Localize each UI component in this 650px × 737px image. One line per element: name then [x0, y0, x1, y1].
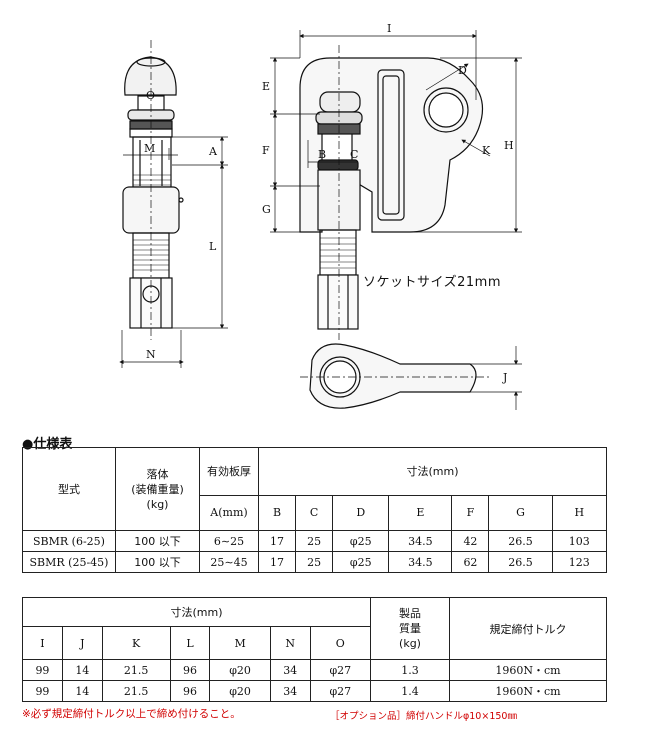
label-F: F — [262, 144, 270, 157]
table-row: SBMR (25-45) 100 以下 25∼45 17 25 φ25 34.5… — [22, 551, 608, 573]
cell: 99 — [22, 659, 63, 681]
option-note: ［オプション品］締付ハンドルφ10×150㎜ — [330, 711, 517, 722]
label-B: B — [318, 148, 326, 161]
label-A: A — [208, 145, 218, 158]
cell: 34 — [269, 659, 311, 681]
header-mass: 製品 質量 (kg) — [370, 597, 450, 660]
label-K: K — [482, 144, 491, 157]
table-row: 99 14 21.5 96 φ20 34 φ27 1.4 1960N・cm — [22, 680, 607, 702]
handle-view — [300, 343, 522, 410]
label-O: O — [146, 89, 155, 102]
header-dimensions: 寸法(mm) — [258, 447, 607, 496]
cell: 26.5 — [488, 551, 553, 573]
technical-drawing: O M A L N I E F G H D K B C J — [119, 22, 522, 410]
sub-header: N — [269, 626, 311, 660]
cell: 123 — [551, 551, 608, 573]
cell: SBMR (6-25) — [22, 530, 116, 552]
cell: 42 — [451, 530, 490, 552]
label-M: M — [144, 142, 155, 155]
cell: 99 — [22, 680, 63, 702]
cell: 103 — [551, 530, 608, 552]
cell: 17 — [257, 551, 297, 573]
cell: φ27 — [309, 680, 372, 702]
label-J: J — [502, 371, 507, 384]
cell: 21.5 — [101, 659, 171, 681]
cell: φ20 — [209, 680, 271, 702]
sub-header: H — [551, 494, 608, 532]
cell: 17 — [257, 530, 297, 552]
cell: 1960N・cm — [449, 680, 607, 702]
label-G: G — [262, 203, 271, 216]
header-torque: 規定締付トルク — [449, 597, 607, 660]
cell: φ25 — [332, 551, 390, 573]
sub-header: E — [388, 494, 453, 532]
spec-table-1: 型式 落体 (装備重量) (kg) 有効板厚 寸法(mm) A(mm) B C … — [22, 447, 608, 573]
cell: 26.5 — [488, 530, 553, 552]
header-thickness: 有効板厚 — [199, 447, 259, 496]
cell: 25 — [295, 530, 334, 552]
header-dimensions: 寸法(mm) — [22, 597, 371, 627]
label-N: N — [146, 348, 156, 361]
sub-header: C — [295, 494, 334, 532]
cell: 25∼45 — [199, 551, 259, 573]
front-view — [270, 30, 522, 340]
cell: 14 — [61, 659, 103, 681]
label-H: H — [504, 139, 514, 152]
cell: 100 以下 — [115, 530, 200, 552]
cell: 100 以下 — [115, 551, 200, 573]
sub-header: L — [169, 626, 211, 660]
side-view — [119, 40, 228, 368]
table-row: 99 14 21.5 96 φ20 34 φ27 1.3 1960N・cm — [22, 659, 607, 681]
cell: 96 — [169, 659, 211, 681]
cell: 62 — [451, 551, 490, 573]
label-E: E — [262, 80, 270, 93]
sub-header: D — [332, 494, 390, 532]
sub-header: K — [101, 626, 171, 660]
sub-header: M — [209, 626, 271, 660]
cell: 34.5 — [388, 530, 453, 552]
sub-header: B — [257, 494, 297, 532]
header-model: 型式 — [22, 447, 116, 531]
cell: 6∼25 — [199, 530, 259, 552]
socket-size-note: ソケットサイズ21mm — [363, 275, 501, 290]
cell: 96 — [169, 680, 211, 702]
cell: 34.5 — [388, 551, 453, 573]
sub-header: F — [451, 494, 490, 532]
label-L: L — [209, 240, 217, 253]
header-weight: 落体 (装備重量) (kg) — [115, 447, 200, 531]
cell: φ20 — [209, 659, 271, 681]
cell: 1.4 — [370, 680, 450, 702]
table-row: SBMR (6-25) 100 以下 6∼25 17 25 φ25 34.5 4… — [22, 530, 608, 552]
cell: 34 — [269, 680, 311, 702]
cell: 21.5 — [101, 680, 171, 702]
cell: 25 — [295, 551, 334, 573]
label-I: I — [387, 22, 391, 35]
sub-header: G — [488, 494, 553, 532]
cell: φ25 — [332, 530, 390, 552]
sub-header: O — [309, 626, 372, 660]
cell: 14 — [61, 680, 103, 702]
sub-header: I — [22, 626, 63, 660]
cell: φ27 — [309, 659, 372, 681]
cell: 1960N・cm — [449, 659, 607, 681]
torque-warning-note: ※必ず規定締付トルク以上で締め付けること。 — [22, 708, 241, 720]
spec-table-2: 寸法(mm) 製品 質量 (kg) 規定締付トルク I J K L M N O … — [22, 597, 607, 702]
cell: SBMR (25-45) — [22, 551, 116, 573]
label-C: C — [350, 148, 358, 161]
sub-header: A(mm) — [199, 494, 259, 532]
cell: 1.3 — [370, 659, 450, 681]
label-D: D — [458, 64, 467, 77]
sub-header: J — [61, 626, 103, 660]
